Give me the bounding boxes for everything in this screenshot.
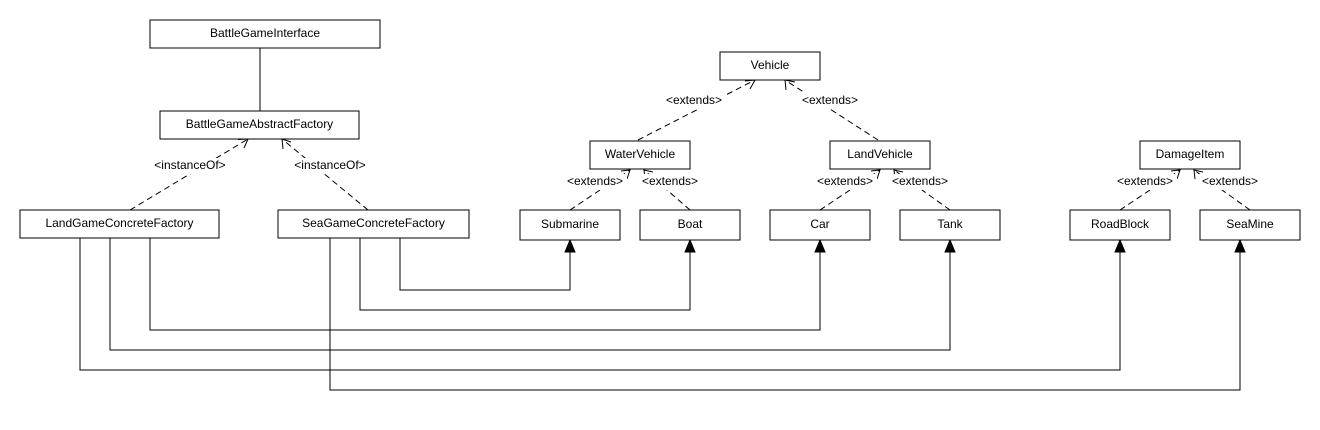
car-extends-arrowhead bbox=[870, 169, 881, 180]
car-arrowhead bbox=[814, 238, 826, 253]
water-vehicle-box[interactable]: WaterVehicle bbox=[589, 140, 691, 170]
sea-factory-to-submarine-link bbox=[399, 238, 571, 291]
land-vehicle-extends-label: <extends> bbox=[802, 93, 858, 107]
roadblock-arrowhead bbox=[1114, 238, 1126, 253]
submarine-extends-arrowhead bbox=[620, 169, 631, 180]
land-factory-instanceof-label: <instanceOf> bbox=[154, 158, 225, 172]
seamine-arrowhead bbox=[1234, 238, 1246, 253]
water-vehicle-label: WaterVehicle bbox=[605, 147, 676, 161]
seamine-extends-arrowhead bbox=[1193, 169, 1204, 180]
land-factory-to-car-link bbox=[149, 238, 821, 331]
water-vehicle-extends-edge bbox=[637, 79, 756, 141]
sea-game-concrete-factory-label: SeaGameConcreteFactory bbox=[302, 216, 445, 230]
roadblock-extends-arrowhead bbox=[1170, 169, 1181, 180]
water-vehicle-extends-label: <extends> bbox=[666, 93, 722, 107]
land-factory-to-tank-link bbox=[109, 238, 951, 351]
sea-factory-to-boat-link bbox=[359, 238, 691, 311]
sea-mine-label: SeaMine bbox=[1226, 217, 1274, 231]
land-vehicle-label: LandVehicle bbox=[847, 147, 913, 161]
tank-arrowhead bbox=[944, 238, 956, 253]
boat-label: Boat bbox=[678, 217, 703, 231]
submarine-box[interactable]: Submarine bbox=[519, 209, 621, 241]
boat-box[interactable]: Boat bbox=[639, 209, 741, 241]
vehicle-box[interactable]: Vehicle bbox=[719, 51, 821, 81]
boat-arrowhead bbox=[684, 238, 696, 253]
sea-factory-instanceof-edge bbox=[281, 138, 369, 211]
sea-factory-instanceof-label: <instanceOf> bbox=[294, 158, 365, 172]
road-block-box[interactable]: RoadBlock bbox=[1069, 209, 1171, 241]
tank-label: Tank bbox=[937, 217, 963, 231]
land-factory-to-roadblock-link bbox=[79, 238, 1121, 371]
damage-item-box[interactable]: DamageItem bbox=[1139, 140, 1241, 170]
battle-game-interface-label: BattleGameInterface bbox=[210, 26, 320, 40]
sea-factory-instanceof-arrowhead bbox=[281, 138, 292, 150]
submarine-label: Submarine bbox=[541, 217, 599, 231]
car-extends-label: <extends> bbox=[817, 174, 873, 188]
land-factory-instanceof-edge bbox=[129, 138, 249, 211]
land-vehicle-extends-edge bbox=[784, 79, 879, 141]
land-game-concrete-factory-box[interactable]: LandGameConcreteFactory bbox=[19, 209, 220, 239]
battle-game-abstract-factory-box[interactable]: BattleGameAbstractFactory bbox=[159, 110, 360, 140]
tank-extends-label: <extends> bbox=[892, 174, 948, 188]
roadblock-extends-label: <extends> bbox=[1117, 174, 1173, 188]
damage-item-label: DamageItem bbox=[1156, 147, 1225, 161]
land-vehicle-box[interactable]: LandVehicle bbox=[829, 140, 931, 170]
sea-factory-to-seamine-link bbox=[329, 238, 1241, 391]
land-game-concrete-factory-label: LandGameConcreteFactory bbox=[45, 216, 193, 230]
submarine-extends-label: <extends> bbox=[567, 174, 623, 188]
road-block-label: RoadBlock bbox=[1091, 217, 1150, 231]
vehicle-label: Vehicle bbox=[751, 58, 790, 72]
submarine-arrowhead bbox=[564, 238, 576, 253]
car-box[interactable]: Car bbox=[769, 209, 871, 241]
battle-game-interface-box[interactable]: BattleGameInterface bbox=[149, 19, 381, 49]
tank-box[interactable]: Tank bbox=[899, 209, 1001, 241]
seamine-extends-label: <extends> bbox=[1202, 174, 1258, 188]
boat-extends-label: <extends> bbox=[642, 174, 698, 188]
car-label: Car bbox=[810, 217, 829, 231]
battle-game-abstract-factory-label: BattleGameAbstractFactory bbox=[186, 117, 333, 131]
sea-mine-box[interactable]: SeaMine bbox=[1199, 209, 1301, 241]
sea-game-concrete-factory-box[interactable]: SeaGameConcreteFactory bbox=[277, 209, 470, 239]
